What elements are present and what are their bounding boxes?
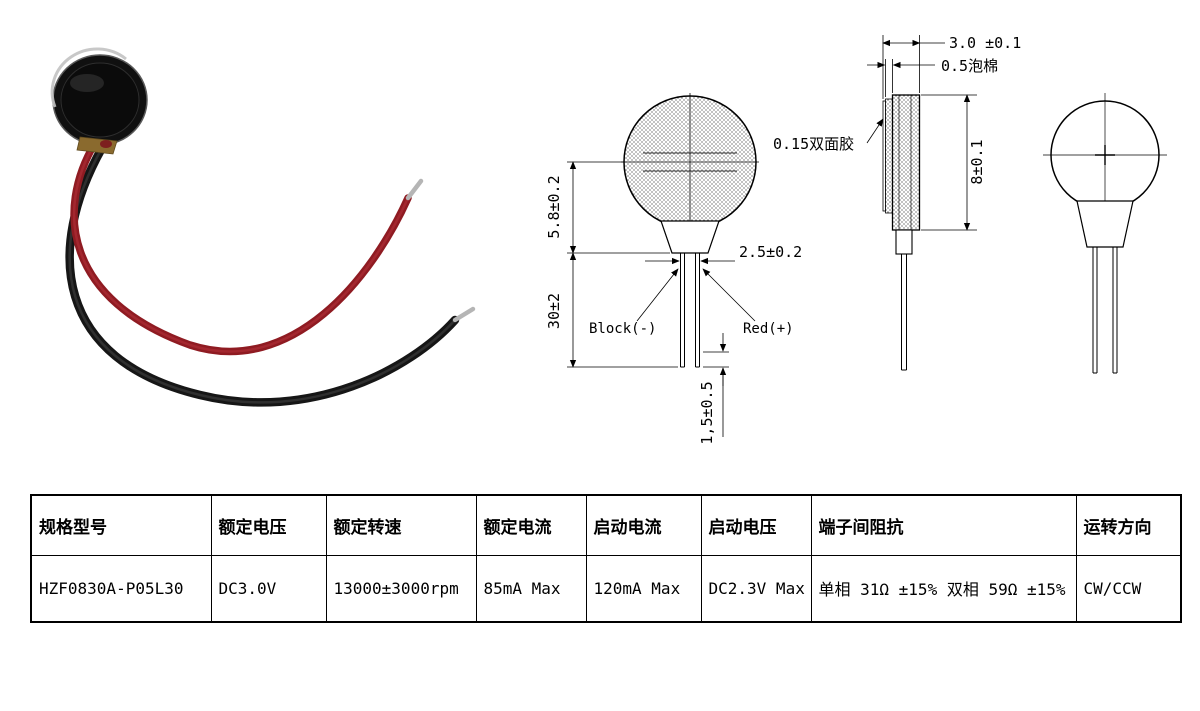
- dim-height-label: 8±0.1: [968, 139, 986, 184]
- dimension-drawing-svg: 5.8±0.2 30±2 2.5±0.2 1,5±0.5 Block(-) Re…: [545, 34, 1167, 445]
- value-rated-current: 85mA Max: [475, 554, 587, 623]
- product-photo: [30, 10, 490, 465]
- side-view: [882, 94, 921, 371]
- black-lead-label: Block(-): [589, 321, 656, 337]
- product-photo-svg: [50, 47, 476, 407]
- spec-header-row: 规格型号 额定电压 额定转速 额定电流 启动电流 启动电压 端子间阻抗 运转方向: [30, 494, 1182, 556]
- dim-tape-label: 0.15双面胶: [773, 135, 854, 153]
- value-rotation: CW/CCW: [1075, 554, 1182, 623]
- red-wire: [70, 139, 412, 356]
- value-impedance: 单相 31Ω ±15% 双相 59Ω ±15%: [810, 554, 1077, 623]
- value-rated-speed: 13000±3000rpm: [325, 554, 477, 623]
- dim-foam-label: 0.5泡棉: [941, 57, 998, 75]
- header-model: 规格型号: [30, 494, 212, 556]
- dim-lead-pitch-label: 2.5±0.2: [739, 243, 802, 261]
- spec-value-row: HZF0830A-P05L30 DC3.0V 13000±3000rpm 85m…: [30, 554, 1182, 623]
- front-view: [621, 93, 759, 368]
- technical-drawing: 5.8±0.2 30±2 2.5±0.2 1,5±0.5 Block(-) Re…: [515, 15, 1190, 480]
- side-dimension-labels: 3.0 ±0.1 0.5泡棉 0.15双面胶 8±0.1: [773, 34, 1021, 185]
- front-dimension-labels: 5.8±0.2 30±2 2.5±0.2 1,5±0.5 Block(-) Re…: [545, 175, 802, 444]
- front-dimension-lines: [567, 161, 756, 437]
- header-start-voltage: 启动电压: [700, 494, 812, 556]
- dim-thickness-label: 3.0 ±0.1: [949, 34, 1021, 52]
- header-impedance: 端子间阻抗: [810, 494, 1077, 556]
- rear-view: [1043, 93, 1167, 374]
- value-start-current: 120mA Max: [585, 554, 702, 623]
- dim-lead-length-label: 30±2: [545, 293, 563, 329]
- red-lead-label: Red(+): [743, 321, 794, 337]
- red-wire-tip: [405, 178, 424, 201]
- black-wire-highlight: [68, 146, 457, 404]
- value-rated-voltage: DC3.0V: [210, 554, 327, 623]
- header-rated-voltage: 额定电压: [210, 494, 327, 556]
- side-dimension-lines: [866, 35, 977, 231]
- header-rated-current: 额定电流: [475, 494, 587, 556]
- dim-tip-length-label: 1,5±0.5: [698, 381, 716, 444]
- red-wire-highlight: [72, 141, 410, 353]
- value-start-voltage: DC2.3V Max: [700, 554, 812, 623]
- motor-coin: [50, 47, 148, 155]
- black-wire-tip: [452, 306, 476, 323]
- dim-body-height-label: 5.8±0.2: [545, 175, 563, 238]
- header-rotation: 运转方向: [1075, 494, 1182, 556]
- value-model: HZF0830A-P05L30: [30, 554, 212, 623]
- spec-table: 规格型号 额定电压 额定转速 额定电流 启动电流 启动电压 端子间阻抗 运转方向…: [30, 494, 1182, 623]
- header-start-current: 启动电流: [585, 494, 702, 556]
- header-rated-speed: 额定转速: [325, 494, 477, 556]
